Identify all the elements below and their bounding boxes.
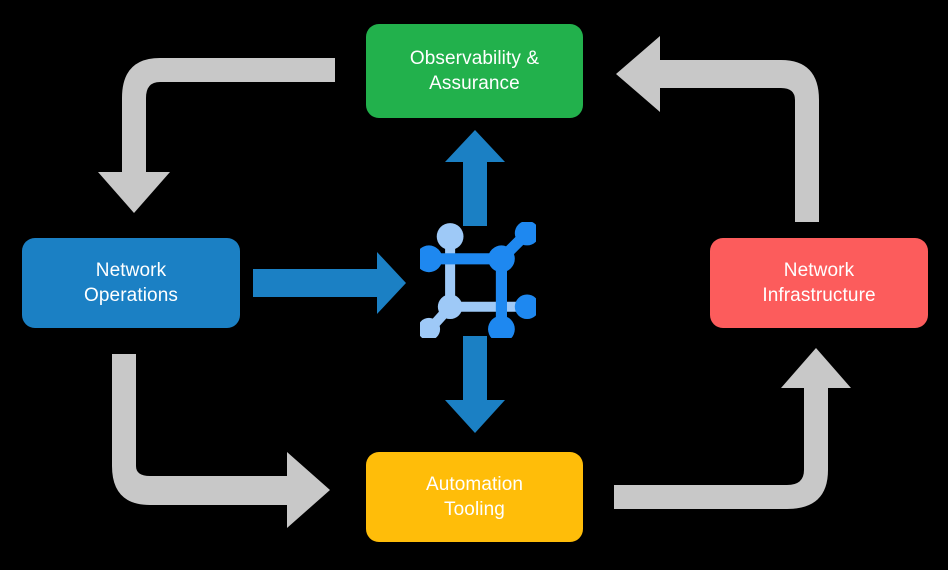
node-box-network-operations[interactable]: Network Operations	[22, 238, 240, 328]
flow-arrow-center-to-automation	[445, 336, 505, 433]
cycle-arrow-infrastructure-to-observability	[616, 36, 819, 222]
network-graph-icon	[420, 222, 536, 338]
flow-arrow-center-to-observability	[445, 130, 505, 226]
node-box-automation-tooling[interactable]: Automation Tooling	[366, 452, 583, 542]
node-box-observability[interactable]: Observability & Assurance	[366, 24, 583, 118]
network-icon-nodes-secondary	[420, 223, 464, 338]
cycle-arrow-automation-to-infrastructure	[614, 348, 851, 509]
node-label-network-operations: Network Operations	[84, 259, 178, 306]
node-label-automation-tooling: Automation Tooling	[425, 473, 524, 520]
node-label-network-infrastructure: Network Infrastructure	[762, 259, 876, 306]
cycle-arrow-observability-to-operations	[98, 58, 335, 213]
node-label-observability: Observability & Assurance	[409, 47, 540, 94]
node-box-network-infrastructure[interactable]: Network Infrastructure	[710, 238, 928, 328]
flow-arrow-operations-to-center	[253, 252, 406, 314]
network-icon-nodes-primary	[420, 222, 536, 338]
cycle-arrow-operations-to-automation	[112, 354, 330, 528]
